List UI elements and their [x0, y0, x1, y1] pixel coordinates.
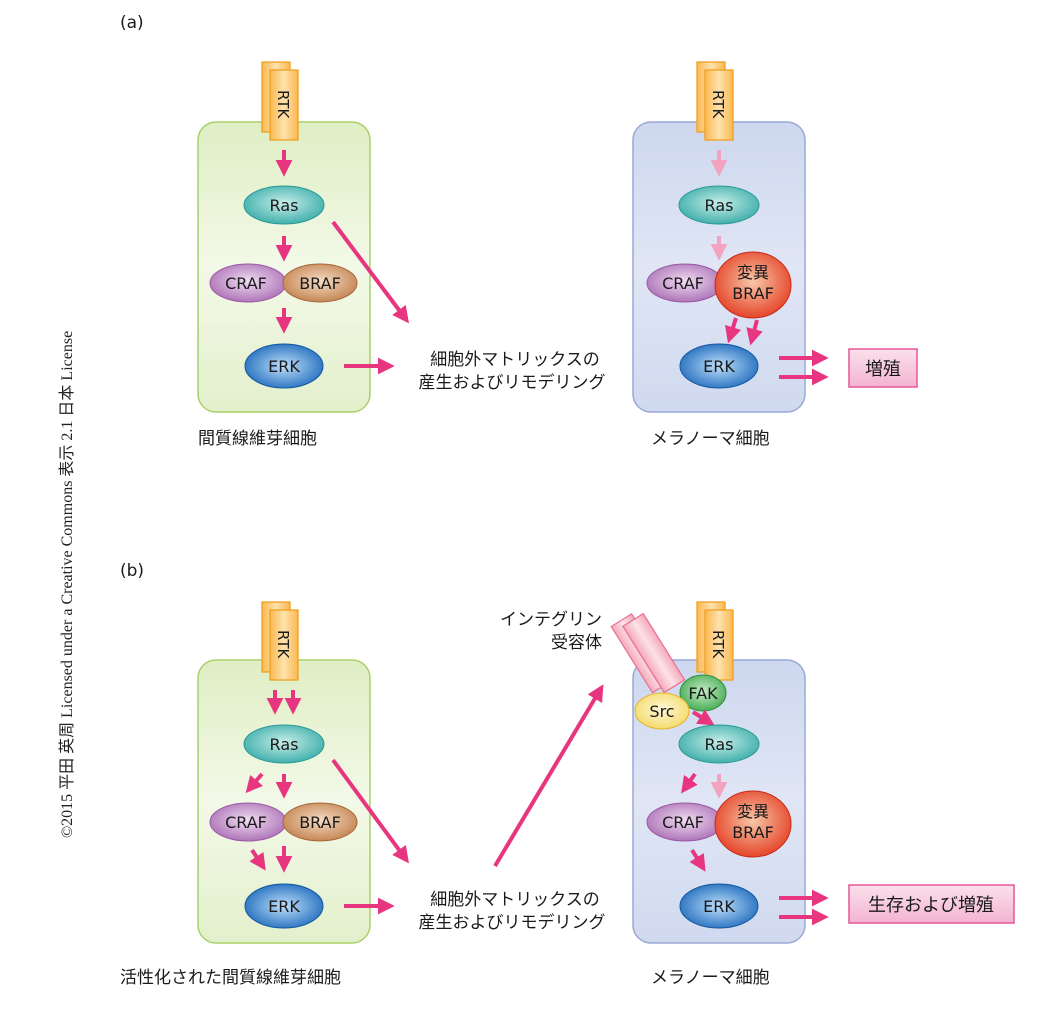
craf-node: CRAF [646, 263, 724, 303]
arrow-ras-ecm [331, 220, 410, 324]
ras-node: Ras [243, 185, 325, 225]
ras-node: Ras [678, 185, 760, 225]
activated-fibroblast-caption: 活性化された間質線維芽細胞 [120, 968, 341, 988]
mutant-braf-node: 変異 BRAF [714, 251, 792, 319]
panel-b: (b) RTK Ras CRAF BRAF ERK 活性化された間質線維芽細 [120, 561, 1015, 988]
svg-text:BRAF: BRAF [299, 274, 341, 293]
svg-text:Ras: Ras [705, 196, 734, 215]
arrow-ras-craf [681, 772, 698, 794]
melanoma-caption: メラノーマ細胞 [651, 429, 770, 449]
braf-node: BRAF [282, 263, 358, 303]
arrow-craf-erk [249, 848, 266, 871]
fibroblast-caption: 間質線維芽細胞 [198, 429, 317, 449]
svg-text:生存および増殖: 生存および増殖 [868, 894, 994, 916]
svg-text:ERK: ERK [703, 897, 735, 916]
src-node: Src [634, 692, 690, 730]
erk-node: ERK [244, 883, 324, 929]
outcome-box: 増殖 [848, 348, 918, 388]
copyright-notice: ©2015 平田 英周 Licensed under a Creative Co… [58, 331, 76, 838]
fak-node: FAK [679, 674, 727, 712]
integrin-receptor [610, 612, 686, 694]
integrin-label: インテグリン 受容体 [500, 610, 602, 653]
svg-text:ERK: ERK [703, 357, 735, 376]
svg-text:BRAF: BRAF [299, 813, 341, 832]
svg-text:BRAF: BRAF [732, 823, 774, 842]
panel-label: (a) [120, 13, 144, 33]
arrow-ecm-integrin [493, 684, 604, 868]
arrow-ras-ecm [331, 758, 409, 864]
craf-node: CRAF [209, 263, 287, 303]
svg-text:CRAF: CRAF [662, 274, 704, 293]
svg-text:FAK: FAK [688, 684, 718, 703]
svg-text:増殖: 増殖 [865, 358, 901, 380]
svg-text:ERK: ERK [268, 357, 300, 376]
outcome-box: 生存および増殖 [848, 884, 1015, 924]
svg-text:変異: 変異 [737, 802, 769, 821]
svg-text:Ras: Ras [270, 196, 299, 215]
rtk-receptor: RTK [261, 61, 299, 141]
svg-text:Ras: Ras [270, 735, 299, 754]
craf-node: CRAF [209, 802, 287, 842]
svg-text:RTK: RTK [274, 630, 292, 659]
svg-text:産生およびリモデリング: 産生およびリモデリング [419, 372, 606, 393]
svg-text:細胞外マトリックスの: 細胞外マトリックスの [430, 350, 600, 370]
erk-node: ERK [679, 883, 759, 929]
braf-node: BRAF [282, 802, 358, 842]
mutant-braf-node: 変異 BRAF [714, 790, 792, 858]
arrow-braf-erk-2 [746, 319, 763, 346]
svg-text:変異: 変異 [737, 263, 769, 282]
arrow-braf-erk-1 [725, 317, 742, 344]
svg-text:RTK: RTK [274, 90, 292, 119]
craf-node: CRAF [646, 802, 724, 842]
erk-node: ERK [679, 343, 759, 389]
ras-node: Ras [243, 724, 325, 764]
melanoma-caption: メラノーマ細胞 [651, 968, 770, 988]
ecm-label: 細胞外マトリックスの 産生およびリモデリング [419, 890, 606, 933]
arrow-ras-craf [245, 772, 264, 794]
svg-text:ERK: ERK [268, 897, 300, 916]
rtk-receptor: RTK [696, 61, 734, 141]
arrow-craf-erk [689, 848, 706, 872]
arrow-fak-ras [691, 709, 715, 726]
svg-text:Ras: Ras [705, 735, 734, 754]
erk-node: ERK [244, 343, 324, 389]
svg-text:Src: Src [649, 702, 674, 721]
svg-text:RTK: RTK [709, 90, 727, 119]
svg-text:RTK: RTK [709, 630, 727, 659]
rtk-receptor: RTK [261, 601, 299, 681]
ras-node: Ras [678, 724, 760, 764]
svg-text:産生およびリモデリング: 産生およびリモデリング [419, 912, 606, 933]
svg-text:細胞外マトリックスの: 細胞外マトリックスの [430, 890, 600, 910]
svg-text:受容体: 受容体 [551, 633, 602, 653]
svg-text:BRAF: BRAF [732, 284, 774, 303]
svg-text:CRAF: CRAF [225, 274, 267, 293]
svg-text:CRAF: CRAF [662, 813, 704, 832]
panel-label: (b) [120, 561, 144, 581]
svg-text:CRAF: CRAF [225, 813, 267, 832]
panel-a: (a) RTK Ras CRAF BRAF ERK 間質線維芽細胞 [120, 13, 918, 449]
ecm-label: 細胞外マトリックスの 産生およびリモデリング [419, 350, 606, 393]
svg-text:インテグリン: インテグリン [500, 610, 602, 630]
rtk-receptor: RTK [696, 601, 734, 681]
